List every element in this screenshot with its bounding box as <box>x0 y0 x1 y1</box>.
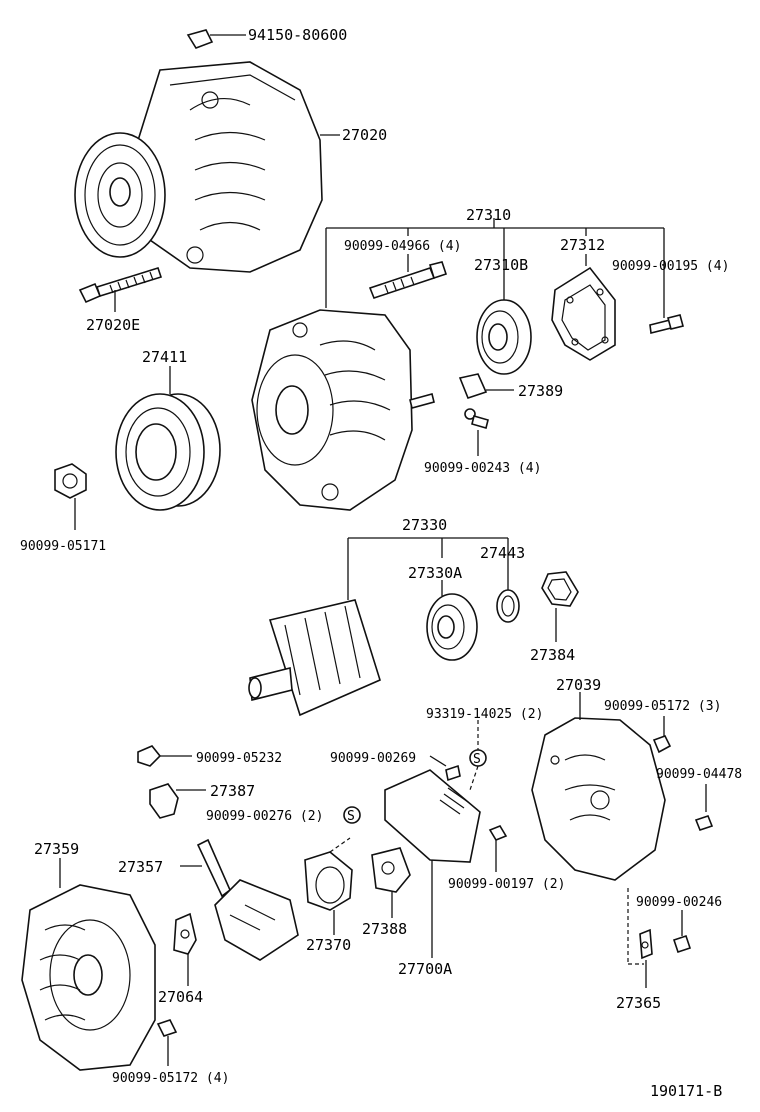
label-27310: 27310 <box>466 206 511 224</box>
label-90099-00276: 90099-00276 (2) <box>206 809 323 824</box>
terminal-27387 <box>149 783 179 819</box>
label-90099-05172-3: 90099-05172 (3) <box>604 699 721 714</box>
regulator-27700A <box>384 769 481 863</box>
nut-90099-05172-4 <box>156 1019 178 1037</box>
label-90099-00269: 90099-00269 <box>330 751 416 766</box>
screw-90099-00195 <box>649 314 684 334</box>
label-27330A: 27330A <box>408 564 462 582</box>
cap-90099-05232 <box>137 745 162 767</box>
label-27359: 27359 <box>34 840 79 858</box>
retainer-plate-27312 <box>551 266 616 361</box>
label-90099-04966: 90099-04966 (4) <box>344 239 461 254</box>
brush-holder-27357 <box>196 838 299 961</box>
stud-90099-04966 <box>368 261 448 299</box>
nut-90099-05172-3 <box>652 735 672 754</box>
label-27370: 27370 <box>306 936 351 954</box>
screw-90099-04478 <box>694 784 714 831</box>
label-90099-00243: 90099-00243 (4) <box>424 461 541 476</box>
label-27357: 27357 <box>118 858 163 876</box>
screw-90099-00197 <box>488 825 508 841</box>
label-27310B: 27310B <box>474 256 528 274</box>
rear-frame-27359 <box>21 884 156 1071</box>
s-mark-2: S <box>343 806 361 824</box>
bearing-27310B <box>476 299 532 375</box>
ring-27443 <box>496 589 520 623</box>
label-90099-05232: 90099-05232 <box>196 751 282 766</box>
label-27387: 27387 <box>210 782 255 800</box>
screw-90099-00269 <box>445 764 461 782</box>
label-90099-05171: 90099-05171 <box>20 539 106 554</box>
label-90099-05172-4: 90099-05172 (4) <box>112 1071 229 1086</box>
rear-cover-27039 <box>531 717 666 881</box>
label-27389: 27389 <box>518 382 563 400</box>
label-90099-04478: 90099-04478 <box>656 767 742 782</box>
label-27365: 27365 <box>616 994 661 1012</box>
label-93319-14025: 93319-14025 (2) <box>426 707 543 722</box>
label-90099-00197: 90099-00197 (2) <box>448 877 565 892</box>
brush-holder-27370 <box>304 851 353 911</box>
drive-end-frame <box>251 309 435 511</box>
bracket-27389 <box>458 373 488 399</box>
label-27443: 27443 <box>480 544 525 562</box>
gasket-27064 <box>173 912 197 955</box>
s-mark-2-text: S <box>347 809 355 824</box>
s-mark-1: S <box>469 749 487 767</box>
bearing-27330A <box>426 593 478 661</box>
label-27411: 27411 <box>142 348 187 366</box>
pulley-27411 <box>115 393 221 511</box>
nut-90099-05171 <box>54 463 87 499</box>
bolt-27020E <box>78 267 163 304</box>
label-90099-00195: 90099-00195 (4) <box>612 259 729 274</box>
label-27330: 27330 <box>402 516 447 534</box>
label-94150-80600: 94150-80600 <box>248 26 347 44</box>
terminal-27365 <box>639 928 653 960</box>
label-27384: 27384 <box>530 646 575 664</box>
label-27388: 27388 <box>362 920 407 938</box>
label-27039: 27039 <box>556 676 601 694</box>
label-27700A: 27700A <box>398 960 452 978</box>
label-27020: 27020 <box>342 126 387 144</box>
label-27064: 27064 <box>158 988 203 1006</box>
screw-90099-00246 <box>672 934 692 954</box>
cover-27388 <box>371 847 411 893</box>
alternator-assembly <box>74 61 323 273</box>
screw-90099-00243 <box>464 408 489 429</box>
rotor-27330 <box>248 599 381 717</box>
label-27312: 27312 <box>560 236 605 254</box>
insulator-27384 <box>541 571 579 607</box>
diagram-reference-code: 190171-B <box>650 1082 722 1100</box>
s-mark-1-text: S <box>473 752 481 767</box>
cap-94150-80600 <box>186 29 214 49</box>
label-90099-00246: 90099-00246 <box>636 895 722 910</box>
label-27020E: 27020E <box>86 316 140 334</box>
